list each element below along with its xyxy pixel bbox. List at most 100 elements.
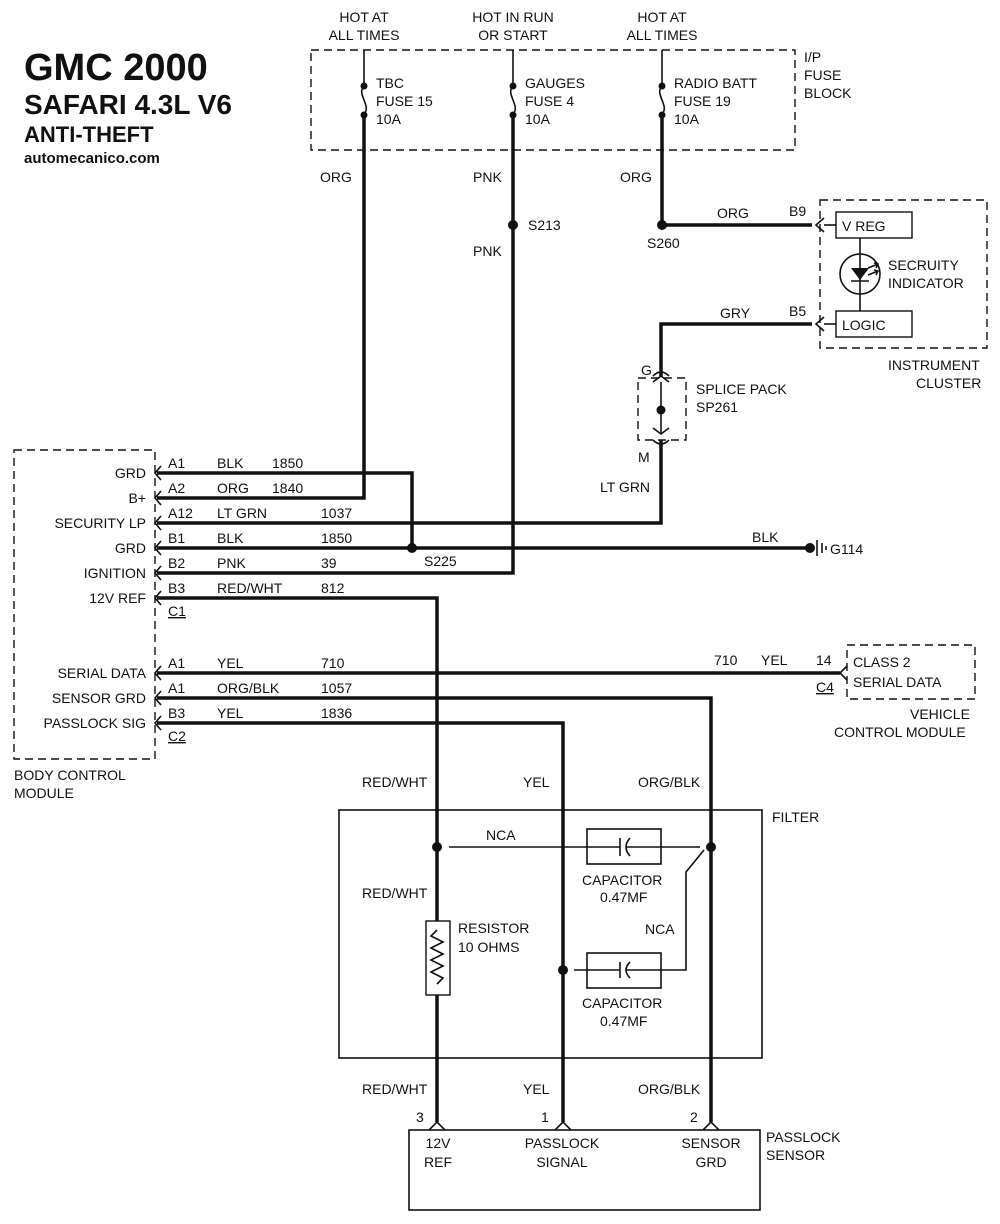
bcm-connector-c2: C2	[168, 728, 186, 744]
splice-s225-dot	[407, 543, 417, 553]
wire-blk-1850-a1	[157, 471, 414, 548]
resistor-icon	[425, 920, 451, 996]
passlock-pin1-connector	[554, 1120, 572, 1131]
title-line2: SAFARI 4.3L V6	[24, 89, 232, 120]
fuse4-name-2: FUSE 4	[525, 93, 574, 109]
vcm-connector-c4: C4	[816, 679, 834, 695]
fuse19-name-3: 10A	[674, 111, 700, 127]
passlock-pin3-name-2: REF	[424, 1154, 452, 1170]
bcm-pin-name: SENSOR GRD	[52, 690, 146, 706]
capacitor1-label-1: CAPACITOR	[582, 872, 662, 888]
bcm-pin-connector	[153, 465, 162, 481]
fuse4-hot-1: HOT IN RUN	[472, 9, 553, 25]
passlock-pin3-name-1: 12V	[426, 1135, 452, 1151]
filter-bottom-wire-2: YEL	[523, 1081, 550, 1097]
passlock-pin2-connector	[702, 1120, 720, 1131]
filter-bottom-wire-3: ORG/BLK	[638, 1081, 701, 1097]
passlock-pin3-num: 3	[416, 1109, 424, 1125]
bcm-wire-circuit: 1057	[321, 680, 352, 696]
bcm-pin-name: SECURITY LP	[54, 515, 146, 531]
bcm-wire-circuit: 1836	[321, 705, 352, 721]
bcm-pin-connector	[153, 490, 162, 506]
bcm-pin-id: B3	[168, 580, 185, 596]
wire-red-wht-812	[157, 596, 439, 1122]
vcm-box-1: CLASS 2	[853, 654, 911, 670]
splice-s260-dot	[657, 220, 667, 230]
b5-wire-color: GRY	[720, 305, 751, 321]
passlock-pin2-name-2: GRD	[695, 1154, 726, 1170]
passlock-pin2-name-1: SENSOR	[681, 1135, 740, 1151]
logic-label: LOGIC	[842, 317, 886, 333]
fuse19-hot-1: HOT AT	[637, 9, 687, 25]
bcm-pin-connector	[153, 715, 162, 731]
bcm-pin-id: A1	[168, 680, 185, 696]
filter-top-wire-1: RED/WHT	[362, 774, 428, 790]
b5-pin-label: B5	[789, 303, 806, 319]
fuse-block-label-1: I/P	[804, 49, 821, 65]
bcm-wire-circuit: 39	[321, 555, 337, 571]
bcm-wire-circuit: 1850	[321, 530, 352, 546]
cluster-label-2: CLUSTER	[916, 375, 981, 391]
bcm-wire-color: YEL	[217, 655, 244, 671]
capacitor2-label-1: CAPACITOR	[582, 995, 662, 1011]
splice-s213-label: S213	[528, 217, 561, 233]
b9-connector	[814, 217, 825, 233]
fuse4-hot-2: OR START	[478, 27, 548, 43]
bcm-pin-id: A1	[168, 655, 185, 671]
splice-pack-label-2: SP261	[696, 399, 738, 415]
bcm-wire-color: PNK	[217, 555, 246, 571]
fuse4-wire-color: PNK	[473, 169, 502, 185]
vreg-label: V REG	[842, 218, 886, 234]
filter-bottom-wire-1: RED/WHT	[362, 1081, 428, 1097]
bcm-pin-id: A12	[168, 505, 193, 521]
b9-pin-label: B9	[789, 203, 806, 219]
bcm-pin-connector	[153, 565, 162, 581]
wire-lt-grn-1037	[157, 440, 663, 525]
passlock-outline	[408, 1129, 761, 1211]
b5-connector	[814, 316, 825, 332]
bcm-pin-id: A1	[168, 455, 185, 471]
vcm-box-2: SERIAL DATA	[853, 674, 942, 690]
bcm-pin-id: B3	[168, 705, 185, 721]
fuse15-name-3: 10A	[376, 111, 402, 127]
fuse15-name-2: FUSE 15	[376, 93, 433, 109]
bcm-label-1: BODY CONTROL	[14, 767, 126, 783]
vcm-circuit: 710	[714, 652, 738, 668]
bcm-pin-connector	[153, 515, 162, 531]
ground-g114-icon	[805, 540, 827, 556]
logic-box	[835, 310, 913, 338]
bcm-wire-color: BLK	[217, 530, 244, 546]
vcm-label-1: VEHICLE	[910, 706, 970, 722]
diagram-title: GMC 2000 SAFARI 4.3L V6 ANTI-THEFT autom…	[24, 47, 232, 167]
vcm-connector	[838, 665, 848, 681]
indicator-label-1: SECRUITY	[888, 257, 959, 273]
vreg-box	[835, 211, 913, 239]
bcm-wire-color: LT GRN	[217, 505, 267, 521]
filter-outline	[338, 809, 763, 1059]
bcm-pin-name: B+	[128, 490, 146, 506]
bcm-wire-color: YEL	[217, 705, 244, 721]
wire-pnk-39	[157, 115, 515, 575]
resistor-label-1: RESISTOR	[458, 920, 529, 936]
fuse-block-label-3: BLOCK	[804, 85, 852, 101]
wire-yel-1836	[157, 721, 565, 1122]
fuse19-name-1: RADIO BATT	[674, 75, 757, 91]
fuse15-hot-2: ALL TIMES	[329, 27, 400, 43]
bcm-pin-name: 12V REF	[89, 590, 146, 606]
bcm-wire-circuit: 1850	[272, 455, 303, 471]
fuse4-name-1: GAUGES	[525, 75, 585, 91]
resistor-label-2: 10 OHMS	[458, 939, 519, 955]
instrument-cluster: B9 B5 V REG LOGIC SECRUITY INDICATOR INS…	[789, 199, 988, 391]
filter-nca-2: NCA	[645, 921, 675, 937]
vehicle-control-module: CLASS 2 SERIAL DATA 14 C4 710 YEL VEHICL…	[714, 644, 976, 740]
wire-gry	[659, 322, 812, 376]
bcm-wire-color: ORG	[217, 480, 249, 496]
bcm-pin-id: B1	[168, 530, 185, 546]
capacitor1-label-2: 0.47MF	[600, 889, 647, 905]
ground-g114-label: G114	[830, 541, 863, 557]
vcm-label-2: CONTROL MODULE	[834, 724, 966, 740]
bcm-label-2: MODULE	[14, 785, 74, 801]
